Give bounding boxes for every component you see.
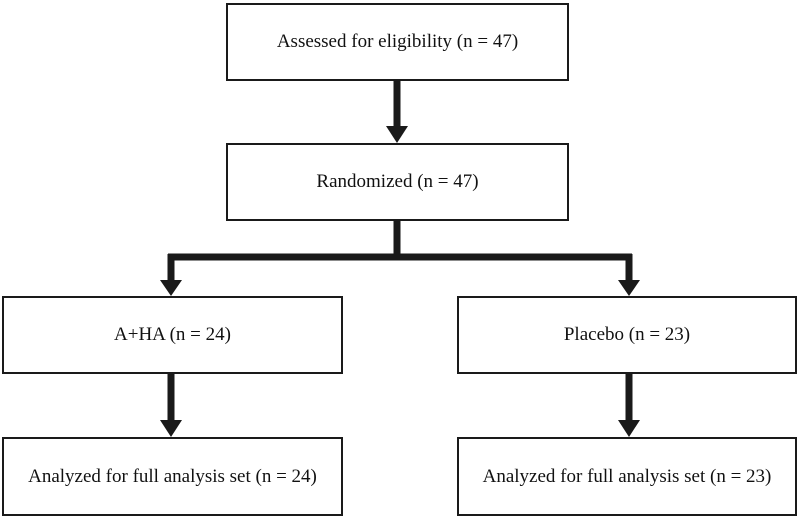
placebo-arm-label: Placebo (n = 23)	[563, 324, 691, 345]
randomized-label: Randomized (n = 47)	[316, 171, 479, 192]
arrow-aha-to-analyzed	[160, 374, 182, 437]
aha-arm-label: A+HA (n = 24)	[114, 324, 231, 345]
assessed-box: Assessed for eligibility (n = 47)	[226, 3, 569, 81]
assessed-label: Assessed for eligibility (n = 47)	[276, 31, 519, 52]
arrow-assessed-to-randomized	[386, 81, 408, 143]
randomized-box: Randomized (n = 47)	[226, 143, 569, 221]
aha-arm-box: A+HA (n = 24)	[2, 296, 343, 374]
arrow-randomized-split	[160, 221, 640, 296]
placebo-analyzed-label: Analyzed for full analysis set (n = 23)	[482, 465, 772, 487]
placebo-arm-box: Placebo (n = 23)	[457, 296, 797, 374]
aha-analyzed-label: Analyzed for full analysis set (n = 24)	[28, 465, 317, 487]
placebo-analyzed-box: Analyzed for full analysis set (n = 23)	[457, 437, 797, 516]
aha-analyzed-box: Analyzed for full analysis set (n = 24)	[2, 437, 343, 516]
arrow-placebo-to-analyzed	[618, 374, 640, 437]
